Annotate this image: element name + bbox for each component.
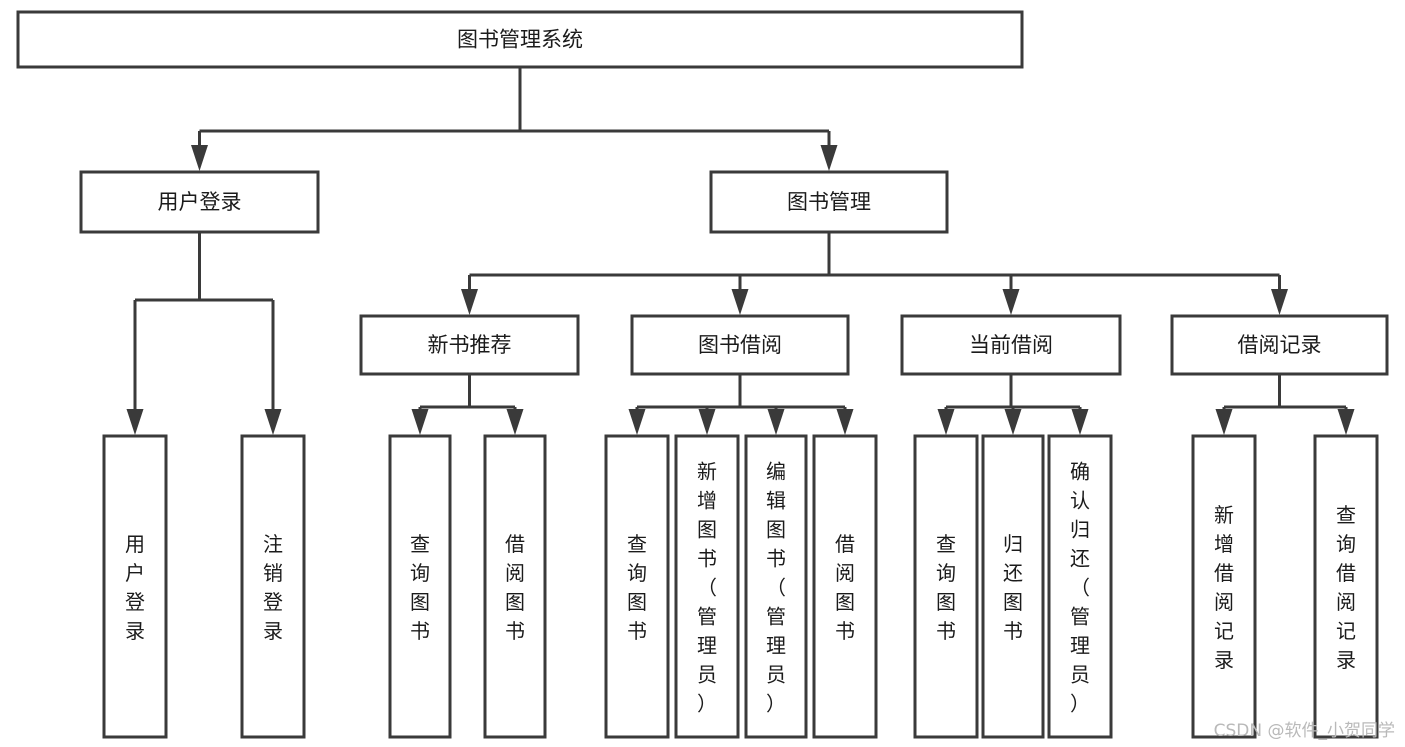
node-label: 查询图书 — [410, 532, 430, 643]
node-label: 借阅图书 — [505, 532, 525, 643]
node-box — [1191, 434, 1257, 739]
node-label: 查询图书 — [627, 532, 647, 643]
node-box — [1313, 434, 1379, 739]
connector-arrowhead — [628, 409, 646, 435]
connector-layer — [126, 67, 1355, 435]
node-label: 查询图书 — [936, 532, 956, 643]
node-leaf-query-book-2[interactable]: 查询图书 — [604, 434, 670, 739]
connector-arrowhead — [1002, 289, 1020, 315]
node-leaf-query-book-1[interactable]: 查询图书 — [388, 434, 452, 739]
connector-arrowhead — [1215, 409, 1233, 435]
node-l3-new-book[interactable]: 新书推荐 — [359, 314, 580, 376]
connector-arrowhead — [461, 289, 478, 315]
connector-arrowhead — [264, 409, 282, 435]
node-label: 用户登录 — [125, 532, 145, 643]
node-l3-borrow[interactable]: 图书借阅 — [630, 314, 850, 376]
connector-arrowhead — [836, 409, 854, 435]
node-box — [1170, 314, 1389, 376]
node-label: 注销登录 — [263, 532, 283, 643]
node-box — [630, 314, 850, 376]
node-leaf-edit-book[interactable]: 编辑图书（管理员） — [744, 434, 808, 739]
node-leaf-logout[interactable]: 注销登录 — [240, 434, 306, 739]
node-box — [16, 10, 1024, 69]
node-l2-book-manage[interactable]: 图书管理 — [709, 170, 949, 234]
node-layer: 图书管理系统用户登录图书管理新书推荐图书借阅当前借阅借阅记录用户登录注销登录查询… — [16, 10, 1389, 739]
node-leaf-add-record[interactable]: 新增借阅记录 — [1191, 434, 1257, 739]
node-box — [102, 434, 168, 739]
node-label: 用户登录 — [158, 190, 242, 214]
connector-arrowhead — [767, 409, 785, 435]
node-box — [674, 434, 740, 739]
node-label: 借阅图书 — [835, 532, 855, 643]
node-l2-user-login[interactable]: 用户登录 — [79, 170, 320, 234]
connector-arrowhead — [1071, 409, 1089, 435]
connector-arrowhead — [820, 145, 838, 171]
node-leaf-borrow-book-2[interactable]: 借阅图书 — [812, 434, 878, 739]
node-box — [812, 434, 878, 739]
node-label: 查询借阅记录 — [1336, 503, 1356, 672]
connector-arrowhead — [506, 409, 524, 435]
node-leaf-return-book[interactable]: 归还图书 — [981, 434, 1045, 739]
node-l3-record[interactable]: 借阅记录 — [1170, 314, 1389, 376]
node-box — [913, 434, 979, 739]
node-leaf-query-record[interactable]: 查询借阅记录 — [1313, 434, 1379, 739]
node-leaf-query-book-3[interactable]: 查询图书 — [913, 434, 979, 739]
node-box — [240, 434, 306, 739]
node-label: 编辑图书（管理员） — [766, 460, 786, 716]
node-l3-current[interactable]: 当前借阅 — [900, 314, 1122, 376]
node-label: 确认归还（管理员） — [1070, 460, 1090, 716]
connector-arrowhead — [698, 409, 716, 435]
connector-arrowhead — [126, 409, 144, 435]
node-label: 图书借阅 — [698, 333, 782, 357]
node-label: 新增借阅记录 — [1214, 503, 1234, 672]
node-label: 当前借阅 — [969, 333, 1053, 357]
node-label: 借阅记录 — [1238, 333, 1322, 357]
node-box — [744, 434, 808, 739]
node-box — [1047, 434, 1113, 739]
node-box — [981, 434, 1045, 739]
node-box — [79, 170, 320, 234]
connector-arrowhead — [411, 409, 429, 435]
node-label: 图书管理系统 — [457, 28, 583, 52]
connector-arrowhead — [731, 289, 749, 315]
node-leaf-user-login[interactable]: 用户登录 — [102, 434, 168, 739]
connector-arrowhead — [1271, 289, 1288, 315]
node-root[interactable]: 图书管理系统 — [16, 10, 1024, 69]
node-label: 归还图书 — [1003, 532, 1023, 643]
node-leaf-borrow-book-1[interactable]: 借阅图书 — [483, 434, 547, 739]
node-box — [483, 434, 547, 739]
node-leaf-confirm-return[interactable]: 确认归还（管理员） — [1047, 434, 1113, 739]
node-box — [900, 314, 1122, 376]
connector-arrowhead — [191, 145, 208, 171]
node-box — [359, 314, 580, 376]
node-box — [388, 434, 452, 739]
node-label: 新书推荐 — [428, 333, 512, 357]
connector-arrowhead — [1004, 409, 1022, 435]
node-box — [604, 434, 670, 739]
node-leaf-add-book[interactable]: 新增图书（管理员） — [674, 434, 740, 739]
connector-arrowhead — [937, 409, 955, 435]
node-box — [709, 170, 949, 234]
node-label: 图书管理 — [787, 190, 871, 214]
connector-arrowhead — [1337, 409, 1355, 435]
node-label: 新增图书（管理员） — [697, 460, 717, 716]
